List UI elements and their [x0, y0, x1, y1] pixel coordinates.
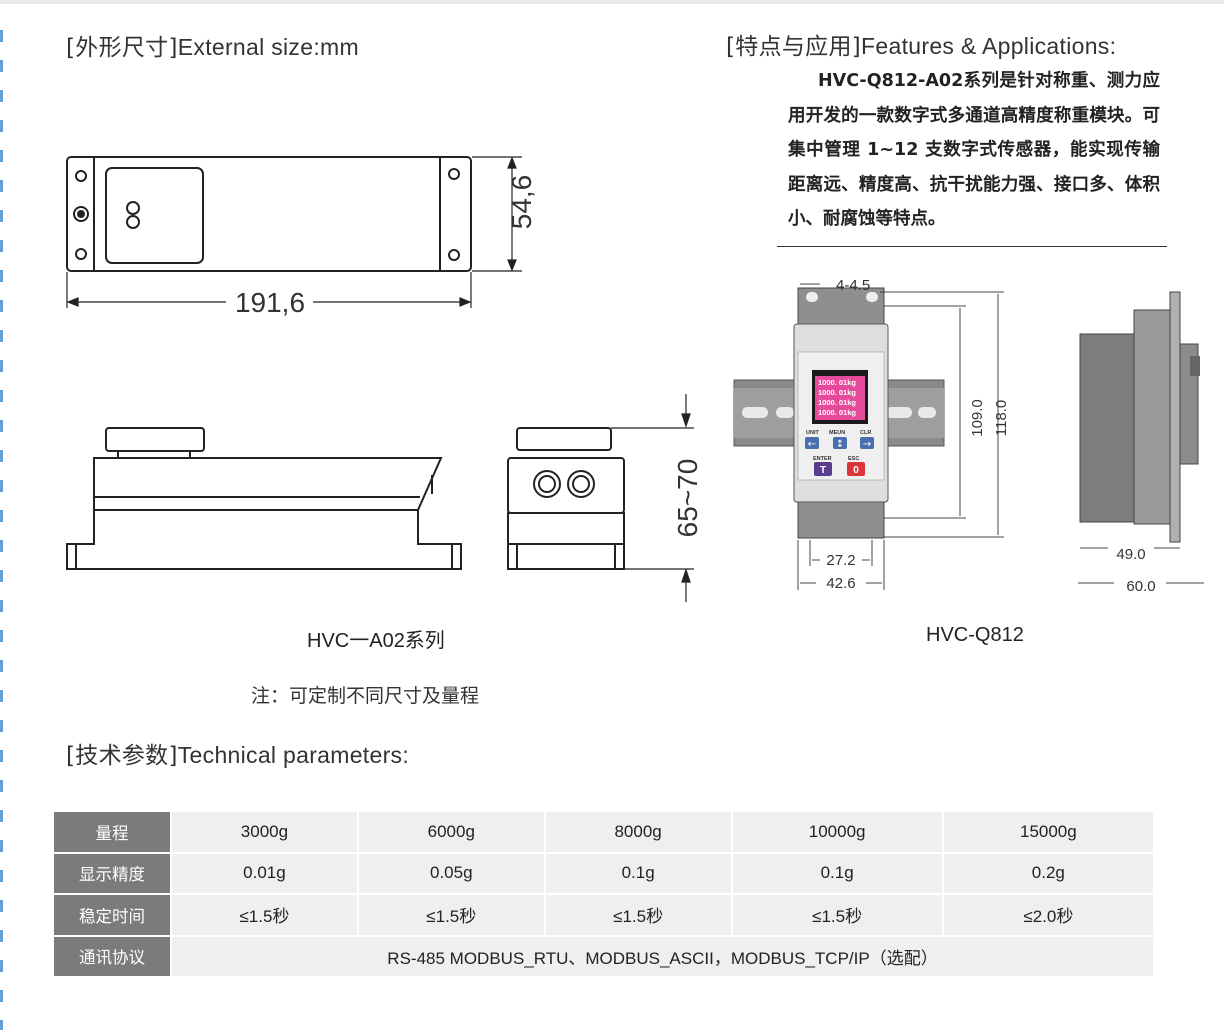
- q812-enter-label: ENTER: [813, 456, 832, 462]
- a02-pad-mark-bottom: [126, 215, 140, 229]
- q812-dim-49: 49.0: [1116, 546, 1145, 563]
- features-description: HVC-Q812-A02系列是针对称重、测力应用开发的一款数字式多通道高精度称重…: [788, 64, 1160, 237]
- q812-screen-row: 1000. 01kg: [818, 398, 856, 407]
- a02-height-dimension: 54,6: [506, 175, 537, 230]
- table-row: 通讯协议 RS-485 MODBUS_RTU、MODBUS_ASCII，MODB…: [54, 936, 1153, 978]
- a02-hole-icon: [448, 168, 460, 180]
- q812-esc-label: ESC: [848, 456, 859, 462]
- features-text: HVC-Q812-A02系列是针对称重、测力应用开发的一款数字式多通道高精度称重…: [788, 71, 1160, 229]
- features-title-cn: [特点与应用]: [726, 34, 862, 60]
- q812-tare-key-label: T: [820, 465, 826, 476]
- q812-screen-row: 1000. 01kg: [818, 408, 856, 417]
- q812-dim-top: 4-4.5: [836, 277, 870, 294]
- a02-technical-drawing: 54,6 191,6 65~70: [66, 156, 703, 602]
- q812-screen-row: 1000. 01kg: [818, 378, 856, 387]
- technical-title-cn: [技术参数]: [66, 743, 178, 769]
- q812-dim-42: 42.6: [826, 575, 855, 592]
- a02-port-icon: [567, 470, 595, 498]
- external-size-title: [外形尺寸]External size:mm: [66, 28, 359, 62]
- q812-side-view: [1079, 333, 1137, 523]
- a02-hole-icon: [448, 249, 460, 261]
- external-size-title-en: External size: [177, 34, 314, 60]
- table-cell: ≤1.5秒: [543, 895, 731, 937]
- q812-dim-27: 27.2: [826, 552, 855, 569]
- q812-clr-label: CLR: [860, 430, 871, 436]
- q812-dim-60: 60.0: [1126, 578, 1155, 595]
- table-cell: 0.01g: [170, 853, 357, 895]
- table-cell: 6000g: [356, 812, 544, 854]
- table-cell-protocol: RS-485 MODBUS_RTU、MODBUS_ASCII，MODBUS_TC…: [170, 936, 1153, 978]
- a02-caption: HVC一A02系列: [307, 630, 445, 652]
- technical-title-colon: :: [402, 742, 410, 768]
- table-cell: ≤1.5秒: [356, 895, 544, 937]
- table-cell: 0.2g: [941, 853, 1153, 895]
- q812-zero-key: [847, 462, 865, 476]
- q812-dim-109: 109.0: [969, 399, 986, 437]
- svg-text:↕: ↕: [836, 439, 844, 450]
- q812-technical-drawing: 1000. 01kg 1000. 01kg 1000. 01kg 1000. 0…: [733, 277, 1204, 595]
- customization-note: 注：可定制不同尺寸及量程: [251, 685, 480, 707]
- table-cell: 0.05g: [356, 853, 544, 895]
- table-row: 显示精度 0.01g 0.05g 0.1g 0.1g 0.2g: [54, 853, 1153, 895]
- svg-text:←: ←: [808, 439, 816, 450]
- external-size-title-cn: [外形尺寸]: [66, 35, 178, 61]
- a02-pad-mark-top: [126, 201, 140, 215]
- features-divider: [777, 246, 1167, 247]
- q812-zero-key-label: 0: [853, 465, 859, 476]
- row-label-protocol: 通讯协议: [54, 936, 170, 978]
- table-row: 量程 3000g 6000g 8000g 10000g 15000g: [54, 812, 1153, 854]
- table-cell: ≤1.5秒: [170, 895, 357, 937]
- a02-hole-icon: [75, 248, 87, 260]
- table-row: 稳定时间 ≤1.5秒 ≤1.5秒 ≤1.5秒 ≤1.5秒 ≤2.0秒: [54, 895, 1153, 937]
- table-cell: 8000g: [543, 812, 731, 854]
- features-title-en: Features & Applications: [861, 33, 1110, 59]
- top-border: [0, 0, 1224, 4]
- q812-updown-arrow-icon: [833, 437, 847, 449]
- row-label-precision: 显示精度: [54, 853, 170, 895]
- external-size-title-unit: :mm: [313, 34, 359, 60]
- table-cell: 10000g: [730, 812, 942, 854]
- table-cell: 15000g: [941, 812, 1153, 854]
- technical-parameters-table: 量程 3000g 6000g 8000g 10000g 15000g 显示精度 …: [54, 812, 1153, 978]
- features-title: [特点与应用]Features & Applications:: [726, 27, 1116, 61]
- q812-screen-row: 1000. 01kg: [818, 388, 856, 397]
- q812-left-arrow-icon: [805, 437, 819, 449]
- a02-port-icon: [533, 470, 561, 498]
- q812-dim-118: 118.0: [993, 400, 1010, 436]
- q812-caption: HVC-Q812: [926, 624, 1024, 646]
- table-cell: 0.1g: [543, 853, 731, 895]
- a02-length-dimension: 191,6: [235, 287, 305, 318]
- features-title-colon: :: [1109, 33, 1117, 59]
- q812-unit-label: UNIT: [806, 430, 819, 436]
- a02-top-view-pad: [105, 167, 204, 264]
- technical-title: [技术参数]Technical parameters:: [66, 736, 409, 770]
- a02-top-view-body: [93, 156, 441, 272]
- row-label-stable-time: 稳定时间: [54, 895, 170, 937]
- table-cell: ≤1.5秒: [730, 895, 942, 937]
- q812-right-arrow-icon: [860, 437, 874, 449]
- table-cell: 3000g: [170, 812, 357, 854]
- a02-range-dimension: 65~70: [672, 459, 703, 538]
- left-dashed-border: [0, 30, 3, 1030]
- svg-text:→: →: [863, 439, 871, 450]
- q812-menu-label: MEUN: [829, 430, 845, 436]
- table-cell: 0.1g: [730, 853, 942, 895]
- a02-hole-icon: [75, 170, 87, 182]
- a02-connector-icon: [73, 206, 89, 222]
- technical-title-en: Technical parameters: [177, 742, 403, 768]
- row-label-range: 量程: [54, 812, 170, 854]
- table-cell: ≤2.0秒: [941, 895, 1153, 937]
- q812-tare-key: [814, 462, 832, 476]
